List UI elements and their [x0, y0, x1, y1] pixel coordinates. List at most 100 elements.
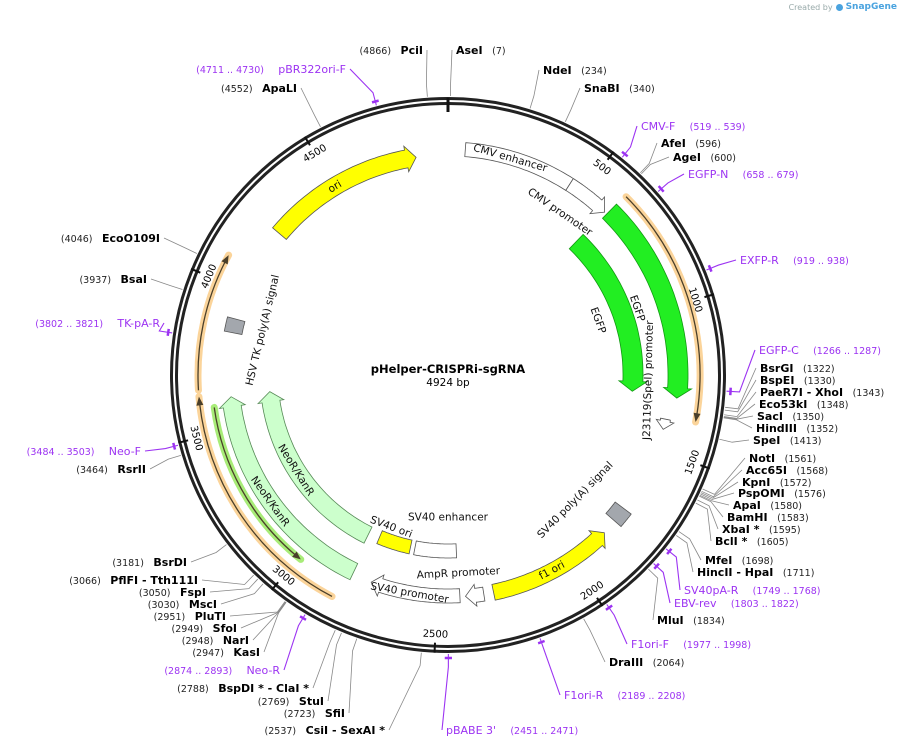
- primer-binding-mark[interactable]: [172, 442, 177, 450]
- restriction-site-bcli[interactable]: BclI * (1605): [715, 535, 788, 548]
- restriction-site-csii[interactable]: (2537) CsiI - SexAI *: [265, 724, 386, 737]
- feature-arrow[interactable]: [605, 501, 632, 528]
- restriction-site-agei[interactable]: AgeI (600): [673, 151, 736, 164]
- restriction-site-mlui[interactable]: MluI (1834): [657, 614, 725, 627]
- restriction-site-kpni[interactable]: KpnI (1572): [742, 476, 811, 489]
- primer-egfp-c[interactable]: EGFP-C (1266 .. 1287): [759, 344, 881, 357]
- leader-line: [699, 495, 724, 518]
- restriction-site-pspomi[interactable]: PspOMI (1576): [738, 487, 826, 500]
- primer-pbabe-3-[interactable]: pBABE 3' (2451 .. 2471): [446, 724, 578, 737]
- primer-binding-mark[interactable]: [299, 615, 307, 621]
- site-name: NotI: [749, 452, 775, 465]
- primer-pbr322ori-f[interactable]: (4711 .. 4730) pBR322ori-F: [196, 63, 346, 76]
- feature-arrow[interactable]: [464, 583, 486, 608]
- primer-binding-mark[interactable]: [605, 604, 613, 611]
- leader-line: [700, 492, 735, 500]
- restriction-site-ecoo109i[interactable]: (4046) EcoO109I: [61, 232, 160, 245]
- restriction-site-bspei[interactable]: BspEI (1330): [760, 374, 836, 387]
- feature-arrow[interactable]: [601, 203, 693, 399]
- orf-arrow[interactable]: [194, 251, 233, 394]
- restriction-site-bsrdi[interactable]: (3181) BsrDI: [112, 556, 187, 569]
- restriction-site-fspi[interactable]: (3050) FspI: [139, 586, 206, 599]
- feature-j23119-spei-promoter[interactable]: J23119(SpeI) promoter: [641, 320, 675, 442]
- feature-arrow[interactable]: [370, 574, 461, 604]
- site-position: (7): [492, 46, 505, 57]
- restriction-site-apai[interactable]: ApaI (1580): [733, 499, 802, 512]
- primer-binding-mark[interactable]: [537, 639, 546, 645]
- restriction-site-bsai[interactable]: (3937) BsaI: [79, 273, 147, 286]
- primer-binding-mark[interactable]: [657, 185, 665, 193]
- restriction-site-pluti[interactable]: (2951) PluTI: [154, 610, 226, 623]
- restriction-site-hindiii[interactable]: HindIII (1352): [756, 422, 838, 435]
- feature-ori[interactable]: ori: [272, 145, 417, 240]
- feature-arrow[interactable]: [413, 540, 458, 559]
- restriction-site-pcii[interactable]: (4866) PciI: [359, 44, 423, 57]
- restriction-site-kasi[interactable]: (2947) KasI: [192, 646, 260, 659]
- primer-egfp-n[interactable]: EGFP-N (658 .. 679): [688, 168, 798, 181]
- primer-exfp-r[interactable]: EXFP-R (919 .. 938): [740, 254, 849, 267]
- restriction-site-paer7i[interactable]: PaeR7I - XhoI (1343): [760, 386, 884, 399]
- primer-name: Neo-R: [246, 664, 280, 677]
- feature-arrow[interactable]: [256, 391, 373, 544]
- site-name: HincII - HpaI: [697, 566, 773, 579]
- restriction-site-stui[interactable]: (2769) StuI: [258, 695, 324, 708]
- restriction-site-apali[interactable]: (4552) ApaLI: [221, 82, 297, 95]
- primer-f1ori-f[interactable]: F1ori-F (1977 .. 1998): [631, 638, 751, 651]
- site-position: (2723): [284, 709, 316, 720]
- primer-binding-mark[interactable]: [666, 547, 673, 555]
- restriction-site-eco53ki[interactable]: Eco53kI (1348): [759, 398, 848, 411]
- orf-arrow[interactable]: [195, 393, 336, 600]
- restriction-site-msci[interactable]: (3030) MscI: [148, 598, 217, 611]
- feature-arrow[interactable]: [272, 145, 417, 240]
- primer-sv40pa-r[interactable]: SV40pA-R (1749 .. 1768): [684, 584, 821, 597]
- primer-f1ori-r[interactable]: F1ori-R (2189 .. 2208): [564, 689, 685, 702]
- restriction-site-ndei[interactable]: NdeI (234): [543, 64, 607, 77]
- restriction-site-sfoi[interactable]: (2949) SfoI: [172, 622, 237, 635]
- restriction-site-noti[interactable]: NotI (1561): [749, 452, 816, 465]
- feature-arrow[interactable]: [491, 530, 606, 601]
- restriction-site-bsrgi[interactable]: BsrGI (1322): [760, 362, 835, 375]
- restriction-site-acc65i[interactable]: Acc65I (1568): [746, 464, 828, 477]
- restriction-site-nari[interactable]: (2948) NarI: [182, 634, 249, 647]
- restriction-site-draiii[interactable]: DraIII (2064): [609, 656, 684, 669]
- restriction-site-bamhi[interactable]: BamHI (1583): [727, 511, 809, 524]
- feature-arrow[interactable]: [218, 396, 359, 581]
- orf-arrow[interactable]: [210, 403, 305, 563]
- primer-binding-mark[interactable]: [653, 562, 660, 570]
- primer-binding-mark[interactable]: [371, 99, 379, 104]
- feature-arrow[interactable]: [376, 530, 413, 555]
- restriction-site-afei[interactable]: AfeI (596): [661, 137, 721, 150]
- restriction-site-xbai[interactable]: XbaI * (1595): [722, 523, 801, 536]
- site-name: FspI: [180, 586, 206, 599]
- restriction-site-snabi[interactable]: SnaBI (340): [584, 82, 655, 95]
- restriction-site-asei[interactable]: AseI (7): [456, 44, 506, 57]
- primer-neo-r[interactable]: (2874 .. 2893) Neo-R: [164, 664, 280, 677]
- feature-arrow[interactable]: [565, 178, 606, 215]
- primer-cmv-f[interactable]: CMV-F (519 .. 539): [641, 120, 745, 133]
- feature-arrow[interactable]: [223, 316, 246, 335]
- primer-name: F1ori-R: [564, 689, 604, 702]
- feature-ampr-promoter[interactable]: AmpR promoter: [416, 565, 501, 608]
- primer-tk-pa-r[interactable]: (3802 .. 3821) TK-pA-R: [35, 317, 160, 330]
- restriction-site-sfii[interactable]: (2723) SfiI: [284, 707, 345, 720]
- primer-binding-mark[interactable]: [166, 328, 170, 336]
- restriction-site-spei[interactable]: SpeI (1413): [753, 434, 821, 447]
- primer-binding-mark[interactable]: [707, 264, 713, 273]
- primer-binding-mark[interactable]: [621, 150, 629, 158]
- restriction-site-rsrii[interactable]: (3464) RsrII: [76, 463, 146, 476]
- primer-ebv-rev[interactable]: EBV-rev (1803 .. 1822): [674, 597, 799, 610]
- primer-name: TK-pA-R: [116, 317, 160, 330]
- feature-sv40-enhancer[interactable]: SV40 enhancer: [408, 512, 489, 559]
- restriction-site-pflfi[interactable]: (3066) PflFI - Tth111I: [69, 574, 198, 587]
- restriction-site-mfei[interactable]: MfeI (1698): [705, 554, 773, 567]
- restriction-site-saci[interactable]: SacI (1350): [757, 410, 824, 423]
- feature-cmv-enhancer[interactable]: CMV enhancer: [464, 142, 574, 191]
- primer-neo-f[interactable]: (3484 .. 3503) Neo-F: [27, 445, 141, 458]
- restriction-site-bspdi[interactable]: (2788) BspDI * - ClaI *: [177, 682, 309, 695]
- feature-hsv-tk-poly-a-signal[interactable]: HSV TK poly(A) signal: [223, 274, 282, 387]
- feature-arrow[interactable]: [655, 417, 675, 430]
- restriction-site-hincii[interactable]: HincII - HpaI (1711): [697, 566, 814, 579]
- feature-sv40-poly-a-signal[interactable]: SV40 poly(A) signal: [535, 459, 632, 541]
- feature-arrow[interactable]: [568, 233, 649, 392]
- orf-arrow[interactable]: [622, 193, 704, 426]
